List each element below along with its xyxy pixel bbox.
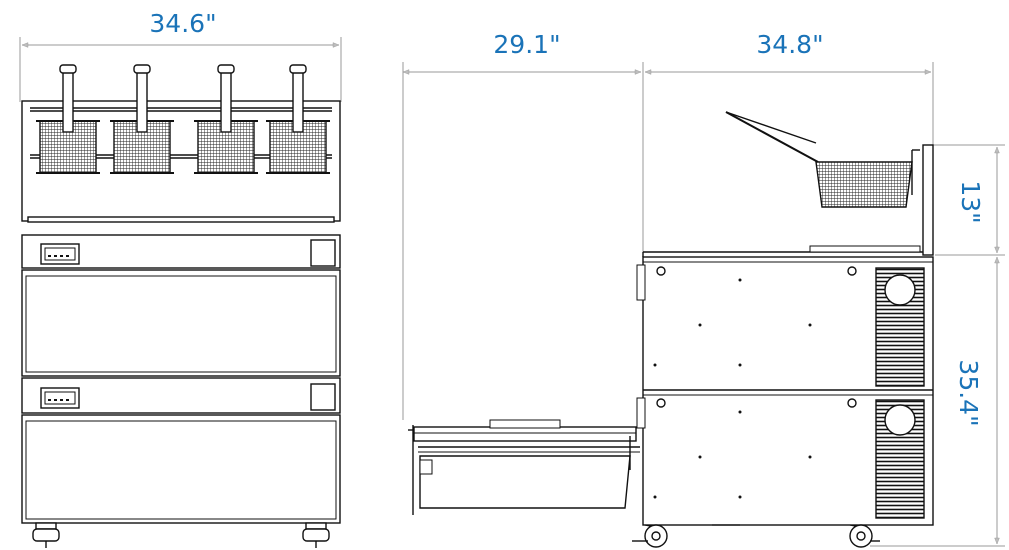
front-basket-4 [266, 64, 330, 174]
dimension-lines [19, 37, 1005, 547]
lower-power-button [310, 383, 336, 411]
front-caster-left [32, 522, 60, 548]
front-basket-1 [36, 64, 100, 174]
extended-drawer [408, 419, 640, 515]
basket-height-label: 13" [956, 180, 985, 223]
side-backsplash [922, 144, 934, 256]
front-basket-2 [110, 64, 174, 174]
upper-power-button [310, 239, 336, 267]
side-basket [725, 111, 920, 208]
side-caster-front [632, 524, 668, 548]
front-caster-right [302, 522, 330, 548]
side-view [408, 111, 934, 548]
front-basket-3 [194, 64, 258, 174]
side-depth-label: 34.8" [756, 30, 823, 59]
side-caster-rear [849, 524, 880, 548]
cabinet-height-label: 35.4" [954, 359, 983, 426]
drawer-extension-label: 29.1" [493, 30, 560, 59]
front-width-label: 34.6" [149, 9, 216, 38]
front-view [21, 64, 341, 548]
